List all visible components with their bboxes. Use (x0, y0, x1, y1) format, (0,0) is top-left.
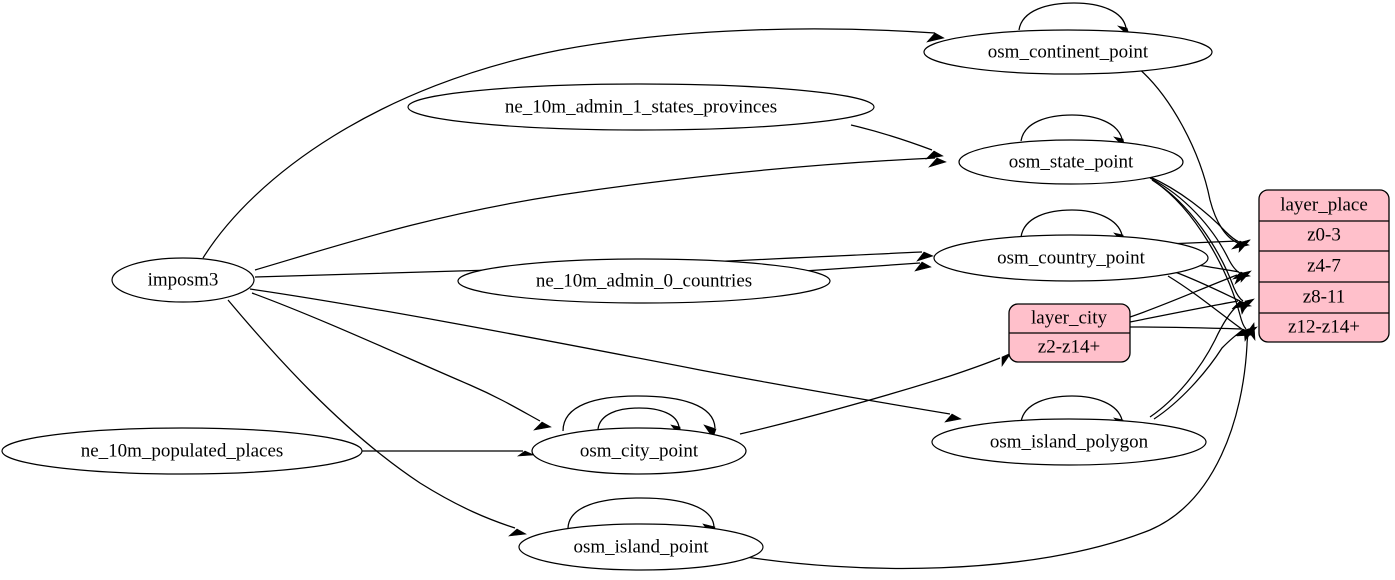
node-osm-island-point[interactable]: osm_island_point (518, 523, 764, 571)
record-layer-city[interactable]: layer_city z2-z14+ (1008, 303, 1131, 363)
edge-necountries-to-country (803, 261, 932, 272)
edge-imposm3-to-island-polygon (249, 288, 962, 423)
node-ne-10m-populated-places[interactable]: ne_10m_populated_places (1, 427, 363, 475)
node-osm-continent-point[interactable]: osm_continent_point (923, 29, 1213, 75)
record-layer-place-row-3[interactable]: z12-z14+ (1288, 316, 1360, 337)
edge-imposm3-to-island-point (227, 299, 527, 537)
node-ne-10m-admin-1-states-provinces[interactable]: ne_10m_admin_1_states_provinces (407, 83, 875, 131)
node-osm-island-polygon-label: osm_island_polygon (990, 431, 1149, 452)
node-osm-city-point-label: osm_city_point (580, 440, 699, 461)
node-osm-island-polygon[interactable]: osm_island_polygon (931, 418, 1207, 466)
record-layer-place-row-0[interactable]: z0-3 (1307, 224, 1341, 245)
node-osm-country-point-label: osm_country_point (997, 247, 1145, 268)
edge-imposm3-to-continent (202, 28, 945, 259)
edge-imposm3-to-state (254, 157, 947, 271)
edge-nepopulated-to-city (361, 450, 535, 457)
record-layer-city-header: layer_city (1031, 307, 1107, 328)
node-ne-10m-admin-0-countries[interactable]: ne_10m_admin_0_countries (457, 258, 831, 304)
edge-islandpolygon-to-z8-11 (1149, 300, 1250, 418)
node-layer: imposm3 ne_10m_admin_1_states_provinces … (1, 29, 1213, 571)
node-imposm3-label: imposm3 (148, 269, 219, 290)
node-osm-state-point[interactable]: osm_state_point (958, 139, 1184, 185)
node-osm-country-point[interactable]: osm_country_point (933, 234, 1209, 282)
edge-city-to-layer-city (739, 352, 1012, 435)
node-ne-populated-label: ne_10m_populated_places (81, 440, 284, 461)
edge-layer (202, 2, 1258, 570)
record-layer-place-row-1[interactable]: z4-7 (1307, 255, 1341, 276)
record-layer-place-bg (1258, 189, 1390, 343)
node-imposm3[interactable]: imposm3 (111, 257, 255, 303)
node-osm-island-point-label: osm_island_point (573, 536, 709, 557)
record-layer: layer_city z2-z14+ layer_place z0-3 z4-7… (1008, 189, 1390, 363)
node-ne-states-label: ne_10m_admin_1_states_provinces (505, 96, 777, 117)
node-osm-continent-point-label: osm_continent_point (988, 41, 1149, 62)
edge-islandpoint-to-z12-z14 (739, 322, 1256, 570)
record-layer-place-row-2[interactable]: z8-11 (1303, 286, 1346, 307)
record-layer-city-row-0[interactable]: z2-z14+ (1038, 336, 1100, 357)
record-layer-place[interactable]: layer_place z0-3 z4-7 z8-11 z12-z14+ (1258, 189, 1390, 343)
edge-nestates-to-state (850, 124, 944, 160)
edge-imposm3-to-city (251, 292, 552, 431)
edge-layercity-to-z12-z14 (1129, 326, 1254, 337)
node-osm-city-point[interactable]: osm_city_point (531, 427, 747, 475)
node-osm-state-point-label: osm_state_point (1009, 151, 1134, 172)
edge-layercity-to-z4-7 (1129, 273, 1249, 318)
record-layer-place-header: layer_place (1280, 194, 1368, 215)
node-ne-countries-label: ne_10m_admin_0_countries (536, 270, 752, 291)
